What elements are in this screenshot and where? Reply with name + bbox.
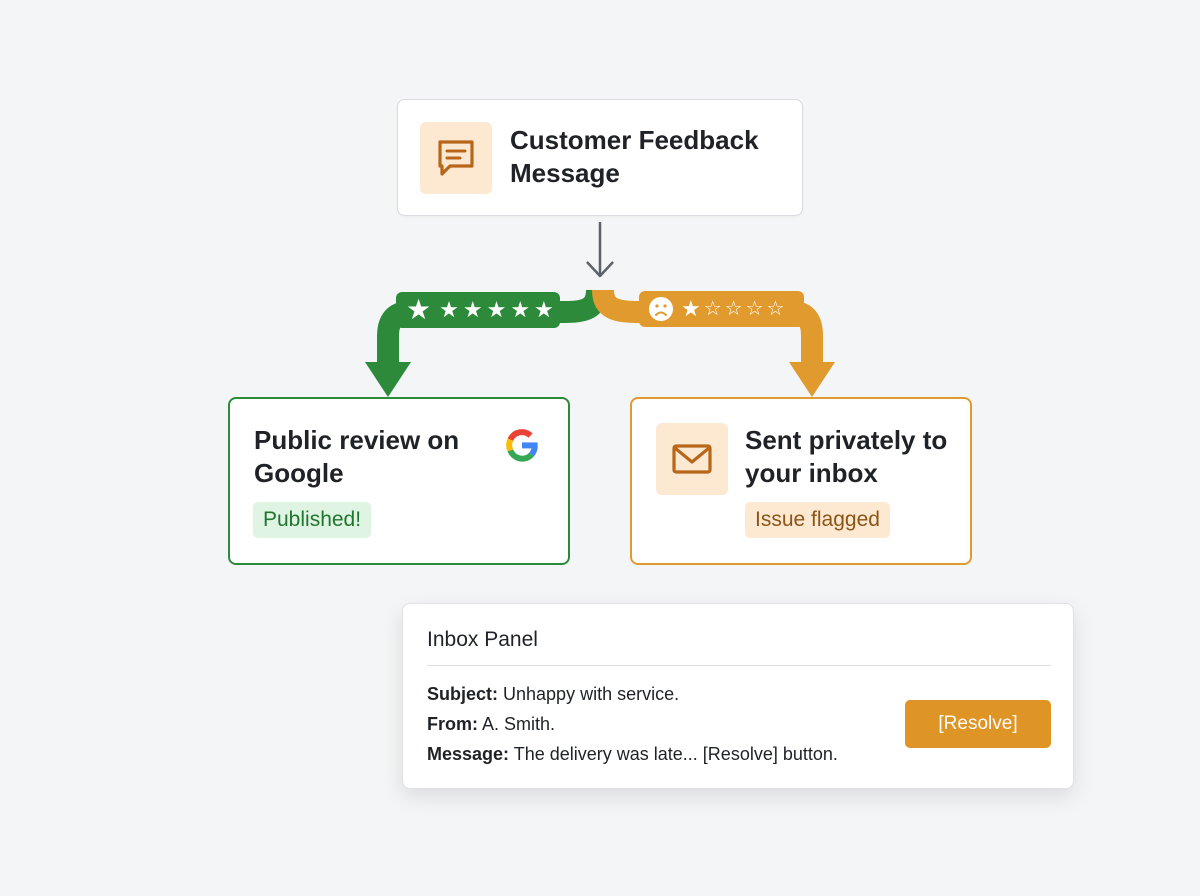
star-icon: ★: [510, 297, 531, 322]
source-title: Customer Feedback Message: [510, 125, 759, 188]
star-icon: ★: [681, 296, 701, 321]
message-row: Message: The delivery was late... [Resol…: [427, 743, 838, 765]
issue-flagged-badge: Issue flagged: [745, 502, 890, 538]
panel-divider: [427, 665, 1051, 666]
public-review-title: Public review on Google: [254, 425, 460, 488]
one-star-rating: ★ ☆ ☆ ☆ ☆: [639, 291, 804, 327]
subject-value: Unhappy with service.: [498, 684, 680, 704]
empty-star-icon: ☆: [703, 298, 722, 320]
star-icon: ★: [406, 294, 432, 325]
star-icon: ★: [439, 297, 459, 322]
inbox-panel: Inbox Panel Subject: Unhappy with servic…: [402, 603, 1074, 789]
five-star-rating: ★ ★ ★ ★ ★ ★: [396, 292, 560, 328]
private-inbox-card: Sent privately to your inbox Issue flagg…: [630, 397, 972, 565]
chat-bubble-icon: [420, 122, 492, 194]
star-icon: ★: [534, 297, 554, 322]
empty-star-icon: ☆: [766, 298, 785, 320]
published-badge: Published!: [253, 502, 372, 538]
subject-row: Subject: Unhappy with service.: [427, 683, 679, 705]
star-icon: ★: [486, 297, 507, 322]
down-arrow: [586, 222, 614, 278]
inbox-panel-title: Inbox Panel: [427, 628, 538, 651]
from-row: From: A. Smith.: [427, 713, 555, 735]
star-icon: ★: [462, 297, 483, 322]
from-value: A. Smith.: [478, 714, 556, 734]
private-inbox-title: Sent privately to your inbox: [745, 425, 948, 488]
empty-star-icon: ☆: [724, 298, 743, 320]
sad-face-icon: [648, 296, 674, 322]
resolve-button[interactable]: [Resolve]: [905, 700, 1051, 748]
source-card: Customer Feedback Message: [397, 99, 803, 216]
google-logo-icon: [500, 423, 544, 472]
public-review-card: Public review on Google Published!: [228, 397, 570, 565]
envelope-icon: [656, 423, 728, 495]
subject-label: Subject:: [427, 684, 499, 704]
empty-star-icon: ☆: [745, 298, 764, 320]
message-label: Message:: [427, 744, 510, 764]
message-value: The delivery was late... [Resolve] butto…: [509, 744, 838, 764]
from-label: From:: [427, 714, 478, 734]
